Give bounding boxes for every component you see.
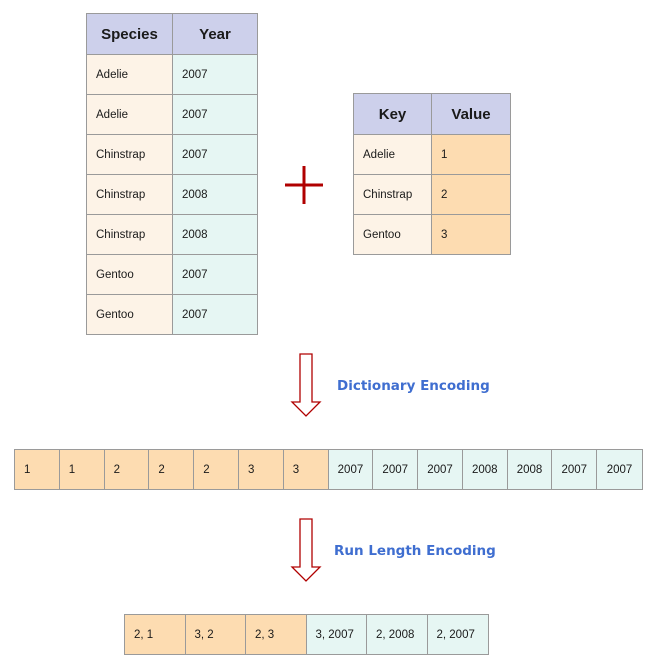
encoded-species-cell: 2 — [104, 450, 150, 489]
species-cell: Gentoo — [86, 254, 173, 295]
key-cell: Gentoo — [353, 214, 432, 255]
year-cell: 2007 — [172, 254, 258, 295]
year-cell: 2007 — [172, 134, 258, 175]
run-length-strip: 2, 1 3, 2 2, 3 3, 2007 2, 2008 2, 2007 — [124, 614, 489, 655]
key-cell: Adelie — [353, 134, 432, 175]
encoded-species-cell: 3 — [238, 450, 284, 489]
year-cell: 2007 — [172, 94, 258, 135]
value-cell: 2 — [431, 174, 511, 215]
species-cell: Adelie — [86, 54, 173, 95]
species-cell: Adelie — [86, 94, 173, 135]
species-cell: Chinstrap — [86, 214, 173, 255]
table-row: Gentoo 2007 — [86, 254, 258, 295]
encoded-species-cell: 3 — [283, 450, 329, 489]
species-header: Species — [86, 13, 173, 55]
rle-year-cell: 2, 2007 — [427, 615, 488, 654]
table-row: Chinstrap 2007 — [86, 134, 258, 175]
value-cell: 1 — [431, 134, 511, 175]
year-cell: 2007 — [172, 54, 258, 95]
rle-year-cell: 2, 2008 — [367, 615, 428, 654]
encoded-species-cell: 2 — [194, 450, 239, 489]
key-cell: Chinstrap — [353, 174, 432, 215]
table-row: Chinstrap 2008 — [86, 174, 258, 215]
rle-species-cell: 2, 1 — [125, 615, 186, 654]
year-cell: 2008 — [172, 214, 258, 255]
table-row: Adelie 2007 — [86, 94, 258, 135]
table-row: Adelie 1 — [353, 134, 511, 175]
dictionary-encoding-label: Dictionary Encoding — [337, 378, 490, 394]
arrow-down-icon — [290, 518, 322, 582]
encoded-year-cell: 2007 — [418, 450, 463, 489]
encoded-species-cell: 2 — [149, 450, 195, 489]
encoded-column-strip: 1 1 2 2 2 3 3 2007 2007 2007 2008 2008 2… — [14, 449, 643, 490]
encoded-year-cell: 2008 — [462, 450, 508, 489]
rle-species-cell: 3, 2 — [185, 615, 246, 654]
species-cell: Gentoo — [86, 294, 173, 335]
species-cell: Chinstrap — [86, 174, 173, 215]
year-header: Year — [172, 13, 258, 55]
value-cell: 3 — [431, 214, 511, 255]
arrow-down-icon — [290, 353, 322, 417]
table-row: Chinstrap 2 — [353, 174, 511, 215]
encoded-species-cell: 1 — [59, 450, 105, 489]
plus-icon — [285, 166, 323, 204]
encoded-year-cell: 2008 — [507, 450, 553, 489]
table-row: Gentoo 2007 — [86, 294, 258, 335]
species-cell: Chinstrap — [86, 134, 173, 175]
rle-species-cell: 2, 3 — [246, 615, 307, 654]
table-row: Chinstrap 2008 — [86, 214, 258, 255]
encoded-year-cell: 2007 — [373, 450, 419, 489]
key-header: Key — [353, 93, 432, 135]
year-cell: 2007 — [172, 294, 258, 335]
run-length-encoding-label: Run Length Encoding — [334, 543, 496, 559]
table-row: Gentoo 3 — [353, 214, 511, 255]
value-header: Value — [431, 93, 511, 135]
species-year-table: Species Year Adelie 2007 Adelie 2007 Chi… — [86, 13, 258, 335]
encoded-year-cell: 2007 — [328, 450, 374, 489]
encoded-species-cell: 1 — [15, 450, 60, 489]
rle-year-cell: 3, 2007 — [306, 615, 367, 654]
encoded-year-cell: 2007 — [552, 450, 598, 489]
year-cell: 2008 — [172, 174, 258, 215]
table-row: Adelie 2007 — [86, 54, 258, 95]
encoded-year-cell: 2007 — [597, 450, 642, 489]
dictionary-table: Key Value Adelie 1 Chinstrap 2 Gentoo 3 — [353, 93, 511, 255]
